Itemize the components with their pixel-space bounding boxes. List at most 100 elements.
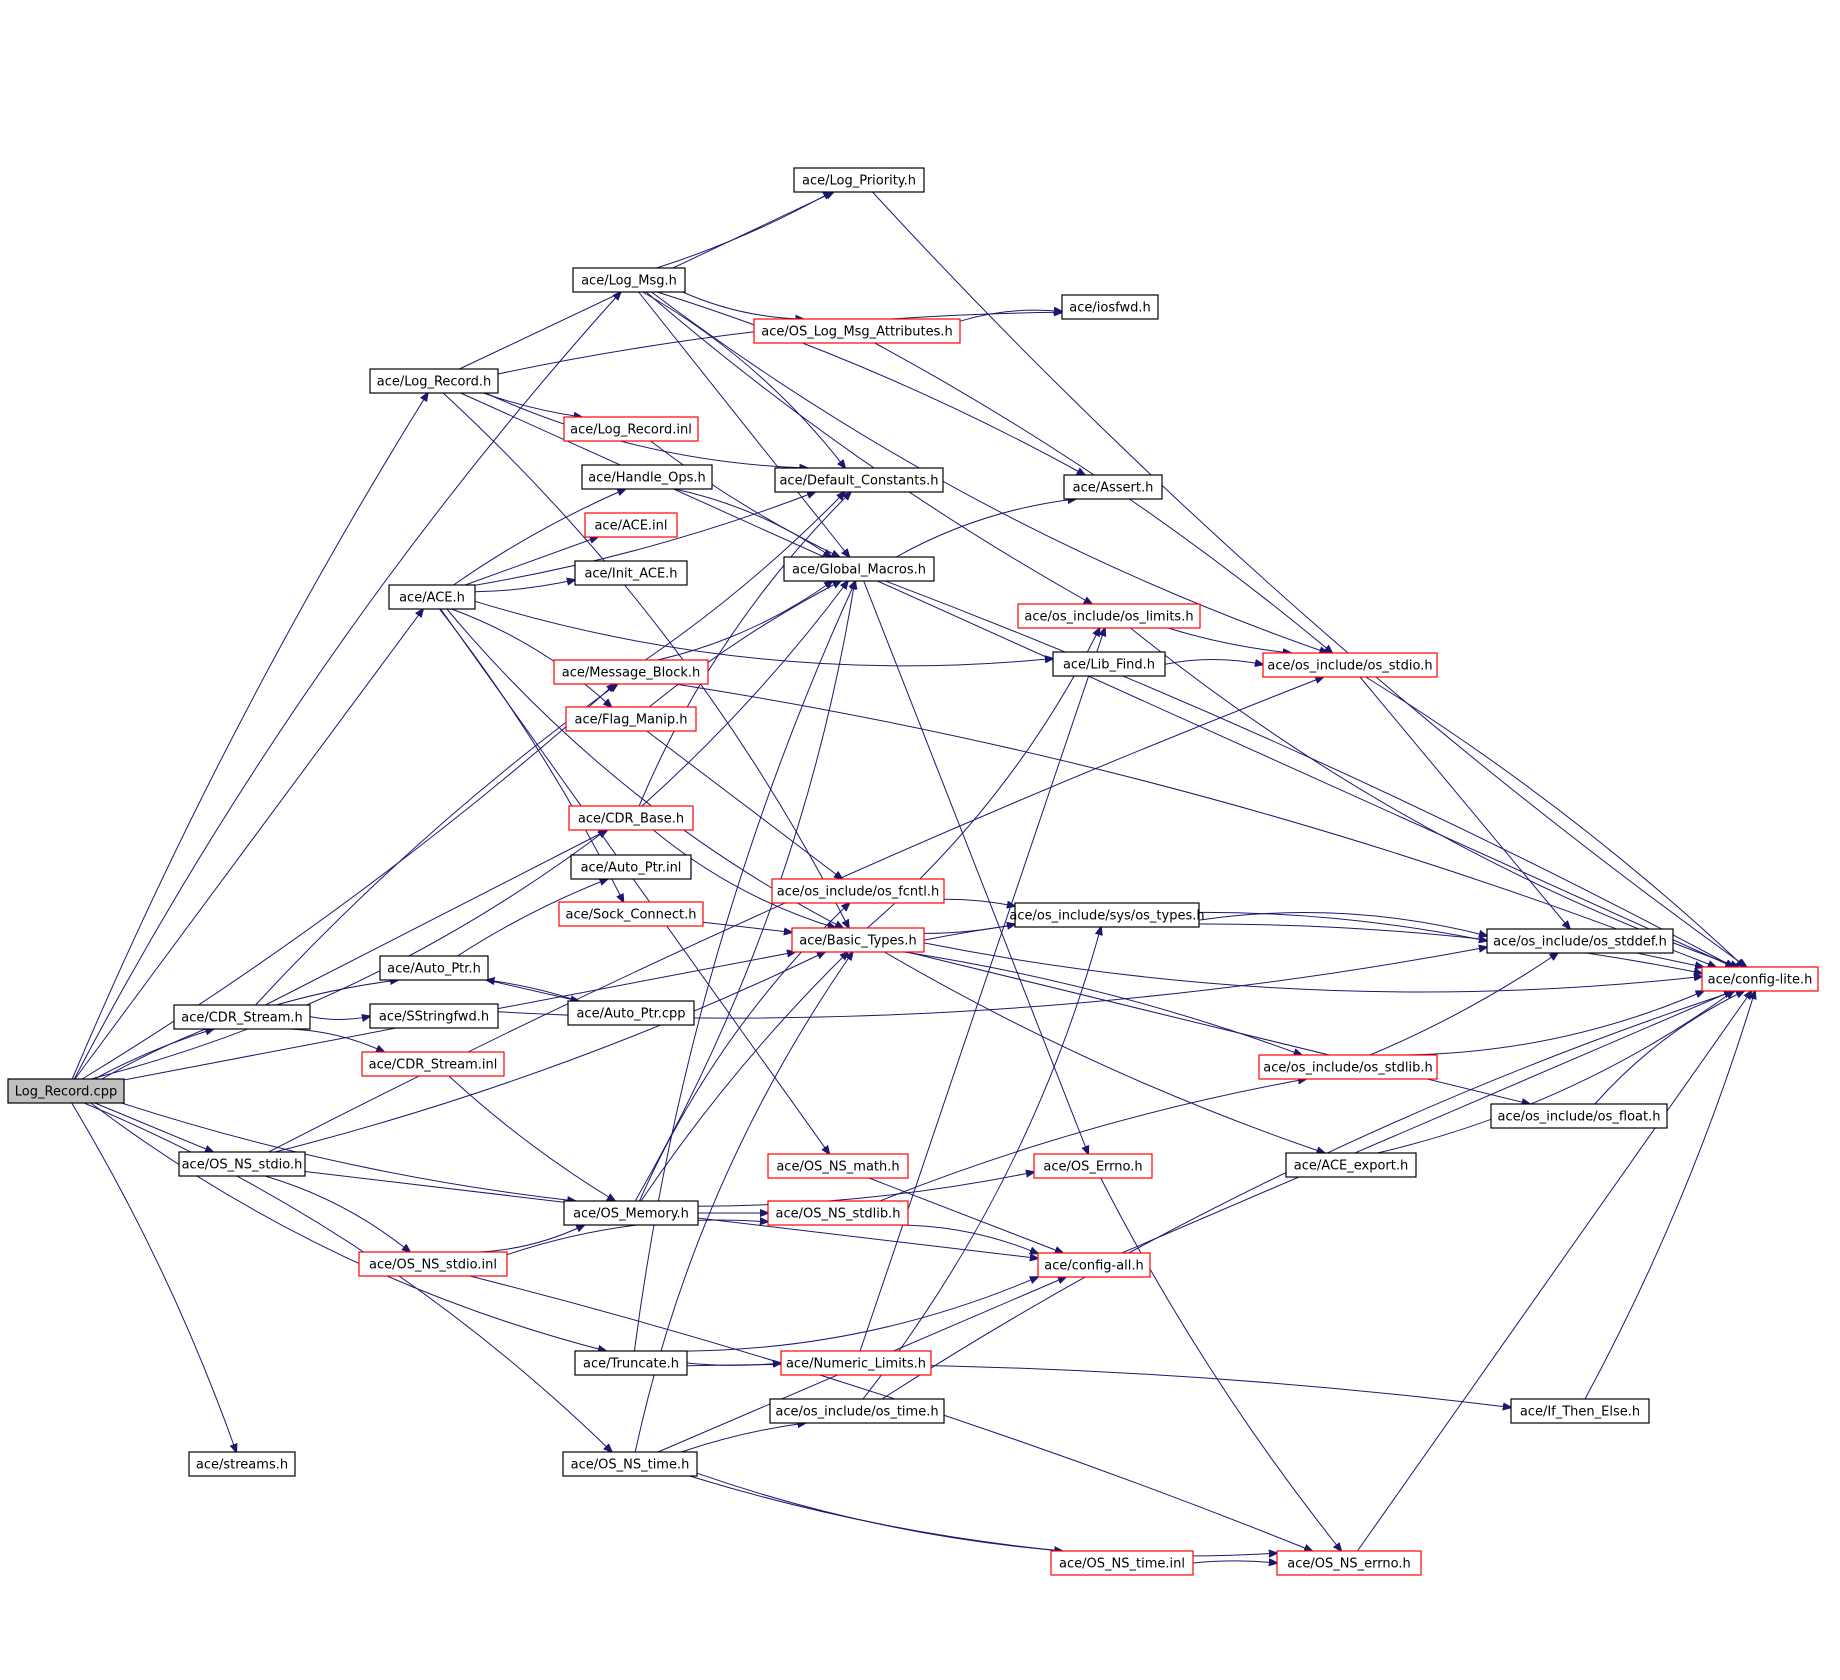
graph-node-log-record-h[interactable]: ace/Log_Record.h	[369, 368, 499, 394]
node-label: ace/OS_NS_time.h	[571, 1458, 690, 1473]
include-edge-log_msg-to-log_priority	[656, 192, 832, 269]
include-edge-os_log_msg_attr-to-iosfwd	[959, 310, 1062, 322]
graph-node-os-types[interactable]: ace/os_include/sys/os_types.h	[1009, 902, 1205, 928]
graph-node-iosfwd[interactable]: ace/iosfwd.h	[1061, 294, 1159, 320]
node-box	[581, 464, 713, 490]
graph-node-auto-ptr-inl[interactable]: ace/Auto_Ptr.inl	[570, 854, 692, 880]
graph-node-os-log-msg-attr[interactable]: ace/OS_Log_Msg_Attributes.h	[753, 318, 961, 344]
include-edge-root-to-os_ns_time_h	[83, 1102, 612, 1452]
graph-node-truncate[interactable]: ace/Truncate.h	[574, 1350, 688, 1376]
graph-node-ace-h[interactable]: ace/ACE.h	[388, 584, 476, 610]
graph-node-if-then-else[interactable]: ace/If_Then_Else.h	[1510, 1398, 1650, 1424]
graph-node-lib-find[interactable]: ace/Lib_Find.h	[1052, 651, 1166, 677]
graph-node-config-all[interactable]: ace/config-all.h	[1037, 1252, 1151, 1278]
graph-node-flag-manip[interactable]: ace/Flag_Manip.h	[565, 706, 697, 732]
include-edge-numeric_limits-to-os_limits	[859, 628, 1105, 1352]
graph-node-numeric-limits[interactable]: ace/Numeric_Limits.h	[780, 1350, 932, 1376]
graph-node-os-ns-stdio-inl[interactable]: ace/OS_NS_stdio.inl	[358, 1251, 508, 1277]
include-edge-os_ns_time_h-to-os_ns_errno	[696, 1472, 1277, 1556]
node-layer: Log_Record.cpp ace/Log_Priority.h ace/Log_…	[7, 167, 1819, 1576]
node-box	[1063, 474, 1163, 500]
include-edge-os_fcntl-to-os_types	[943, 898, 1015, 906]
node-label: ace/OS_Errno.h	[1043, 1160, 1142, 1175]
node-box	[572, 267, 686, 293]
graph-node-assert[interactable]: ace/Assert.h	[1063, 474, 1163, 500]
graph-node-auto-ptr-cpp[interactable]: ace/Auto_Ptr.cpp	[567, 1000, 695, 1026]
graph-node-cdr-base[interactable]: ace/CDR_Base.h	[568, 805, 694, 831]
graph-node-sock-connect[interactable]: ace/Sock_Connect.h	[558, 901, 704, 927]
graph-node-os-ns-errno[interactable]: ace/OS_NS_errno.h	[1276, 1550, 1422, 1576]
graph-node-ace-export[interactable]: ace/ACE_export.h	[1285, 1152, 1417, 1178]
graph-node-os-ns-math[interactable]: ace/OS_NS_math.h	[767, 1153, 909, 1179]
include-edge-log_record_inl-to-global_macros	[650, 440, 840, 557]
node-label: ace/OS_NS_stdlib.h	[776, 1207, 901, 1222]
include-edge-root-to-truncate	[90, 1102, 606, 1351]
graph-node-os-float[interactable]: ace/os_include/os_float.h	[1490, 1103, 1668, 1129]
node-label: ace/OS_Memory.h	[573, 1207, 689, 1222]
node-box	[767, 1200, 909, 1226]
node-box	[1050, 1550, 1194, 1576]
graph-node-os-stddef[interactable]: ace/os_include/os_stddef.h	[1486, 928, 1674, 954]
include-edge-auto_ptr_cpp-to-auto_ptr_h	[487, 980, 579, 1002]
node-box	[753, 318, 961, 344]
graph-node-ace-inl[interactable]: ace/ACE.inl	[584, 512, 678, 538]
graph-node-root[interactable]: Log_Record.cpp	[7, 1078, 125, 1104]
node-label: ace/streams.h	[196, 1458, 288, 1473]
graph-node-auto-ptr-h[interactable]: ace/Auto_Ptr.h	[379, 955, 489, 981]
graph-node-cdr-stream-h[interactable]: ace/CDR_Stream.h	[173, 1004, 311, 1030]
graph-node-global-macros[interactable]: ace/Global_Macros.h	[783, 556, 935, 582]
graph-node-log-record-inl[interactable]: ace/Log_Record.inl	[563, 416, 699, 442]
include-edge-os_stdlib-to-os_stddef	[1369, 953, 1558, 1056]
node-label: ace/Global_Macros.h	[792, 563, 926, 578]
node-box	[178, 1151, 306, 1177]
include-edge-auto_ptr_h-to-auto_ptr_cpp	[486, 979, 579, 1001]
include-edge-truncate-to-config_all	[686, 1277, 1038, 1352]
graph-node-cdr-stream-inl[interactable]: ace/CDR_Stream.inl	[361, 1051, 505, 1077]
node-label: ace/Numeric_Limits.h	[786, 1357, 926, 1372]
include-edge-ace_h-to-ace_inl	[465, 537, 598, 586]
node-label: ace/If_Then_Else.h	[1520, 1405, 1640, 1420]
include-edge-flag_manip-to-os_fcntl	[646, 730, 842, 879]
include-edge-basic_types-to-ace_export	[884, 951, 1324, 1153]
include-edge-os_types-to-config_lite	[1198, 923, 1702, 973]
graph-node-log-msg[interactable]: ace/Log_Msg.h	[572, 267, 686, 293]
graph-node-os-ns-stdio-h[interactable]: ace/OS_NS_stdio.h	[178, 1151, 306, 1177]
node-box	[173, 1004, 311, 1030]
include-edge-log_msg-to-os_limits	[645, 291, 1092, 604]
include-edge-log_record_h-to-log_record_inl	[483, 392, 582, 417]
node-box	[570, 854, 692, 880]
graph-node-log-priority[interactable]: ace/Log_Priority.h	[793, 167, 925, 193]
graph-node-os-ns-stdlib[interactable]: ace/OS_NS_stdlib.h	[767, 1200, 909, 1226]
graph-node-sstringfwd[interactable]: ace/SStringfwd.h	[369, 1003, 499, 1029]
include-edge-os_time-to-config_lite	[881, 991, 1735, 1400]
graph-node-init-ace[interactable]: ace/Init_ACE.h	[574, 560, 688, 586]
node-label: ace/Default_Constants.h	[779, 474, 938, 489]
include-edge-root-to-streams	[71, 1102, 237, 1452]
include-edge-log_msg-to-os_stdio	[651, 291, 1328, 653]
node-box	[388, 584, 476, 610]
graph-node-os-stdlib[interactable]: ace/os_include/os_stdlib.h	[1258, 1054, 1438, 1080]
graph-node-os-limits[interactable]: ace/os_include/os_limits.h	[1017, 603, 1201, 629]
include-edge-cdr_base-to-default_constants	[638, 492, 851, 807]
include-edge-global_macros-to-config_lite	[885, 580, 1733, 967]
graph-node-os-time[interactable]: ace/os_include/os_time.h	[769, 1398, 945, 1424]
include-edge-log_msg-to-os_log_msg_attr	[682, 291, 804, 319]
include-edge-sock_connect-to-basic_types	[702, 921, 792, 932]
graph-node-os-stdio[interactable]: ace/os_include/os_stdio.h	[1262, 652, 1438, 678]
graph-node-os-ns-time-h[interactable]: ace/OS_NS_time.h	[562, 1451, 698, 1477]
graph-node-streams[interactable]: ace/streams.h	[188, 1451, 296, 1477]
graph-node-config-lite[interactable]: ace/config-lite.h	[1701, 966, 1819, 992]
graph-node-default-constants[interactable]: ace/Default_Constants.h	[774, 467, 944, 493]
graph-node-os-errno[interactable]: ace/OS_Errno.h	[1033, 1153, 1153, 1179]
node-box	[584, 512, 678, 538]
node-box	[774, 467, 944, 493]
include-edge-message_block-to-global_macros	[657, 581, 833, 661]
graph-node-os-memory[interactable]: ace/OS_Memory.h	[563, 1200, 699, 1226]
node-box	[767, 1153, 909, 1179]
graph-node-os-ns-time-inl[interactable]: ace/OS_NS_time.inl	[1050, 1550, 1194, 1576]
graph-node-handle-ops[interactable]: ace/Handle_Ops.h	[581, 464, 713, 490]
node-box	[1037, 1252, 1151, 1278]
graph-node-message-block[interactable]: ace/Message_Block.h	[553, 659, 709, 685]
graph-node-os-fcntl[interactable]: ace/os_include/os_fcntl.h	[771, 878, 945, 904]
graph-node-basic-types[interactable]: ace/Basic_Types.h	[791, 927, 925, 953]
